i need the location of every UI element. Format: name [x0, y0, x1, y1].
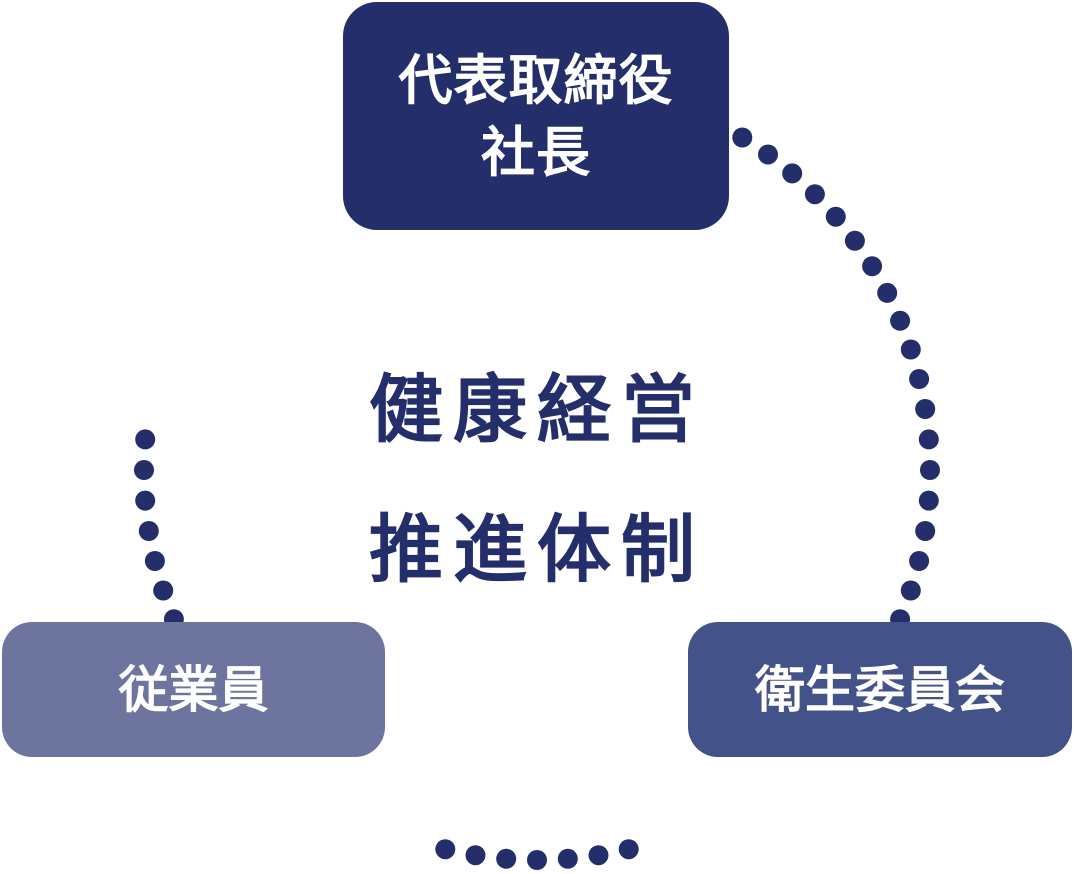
employees-node: 従業員: [2, 622, 385, 757]
connector-dot: [862, 256, 883, 277]
connector-dot: [144, 551, 165, 571]
connector-dot: [527, 850, 547, 870]
ceo-title-line2: 社長: [481, 120, 591, 184]
connector-dot: [618, 839, 639, 860]
connector-dot: [153, 580, 174, 601]
connector-dot: [915, 399, 936, 419]
center-title: 健康経営 推進体制: [287, 340, 787, 620]
connector-dot: [557, 848, 578, 869]
employees-label: 従業員: [118, 659, 269, 719]
connector-dot: [909, 551, 930, 571]
center-title-line2: 推進体制: [369, 507, 705, 593]
connector-dot: [909, 369, 930, 389]
connector-dot: [588, 845, 609, 866]
ceo-title-line1: 代表取締役: [398, 48, 674, 112]
connector-dot: [877, 282, 898, 303]
connector-dot: [825, 206, 846, 227]
connector-dot: [804, 184, 825, 205]
connector-dot: [920, 460, 940, 480]
connector-dot: [915, 521, 936, 541]
ceo-node: 代表取締役 社長: [343, 2, 729, 230]
connector-dot: [435, 839, 456, 860]
connector-dot: [782, 163, 803, 184]
connector-dot: [138, 521, 159, 541]
health-committee-node: 衛生委員会: [688, 622, 1072, 757]
connector-dot: [900, 580, 921, 601]
connector-dot: [465, 845, 486, 866]
committee-label: 衛生委員会: [755, 659, 1005, 719]
connector-dot: [135, 429, 156, 450]
connector-dot: [134, 460, 154, 480]
connector-dot: [900, 339, 921, 360]
connector-dot: [844, 230, 865, 251]
connector-dot: [732, 127, 753, 148]
center-title-line1: 健康経営: [369, 367, 705, 453]
connector-dot: [918, 490, 939, 511]
connector-dot: [135, 490, 156, 511]
connector-dot: [758, 144, 778, 165]
connector-dot: [890, 310, 911, 331]
connector-dot: [496, 848, 517, 869]
connector-dot: [918, 429, 939, 450]
